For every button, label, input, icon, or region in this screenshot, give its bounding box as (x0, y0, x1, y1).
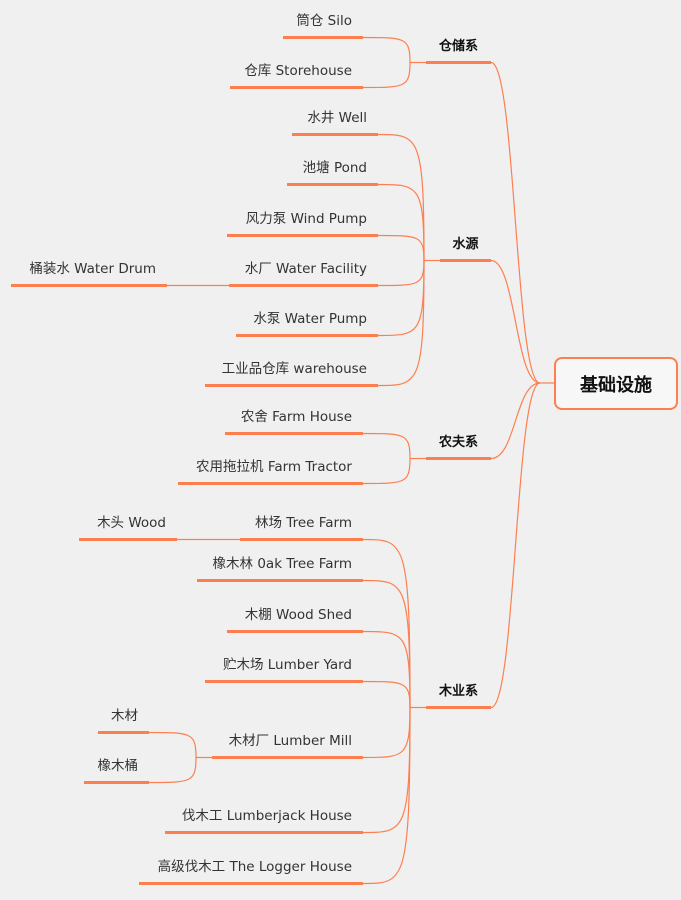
child-connector (362, 62, 411, 89)
child-connector (148, 731, 197, 758)
node-wood[interactable]: 木头 Wood (79, 515, 177, 541)
child-connector (377, 260, 425, 387)
node-lumberjack-house[interactable]: 伐木工 Lumberjack House (165, 808, 363, 834)
node-label: 仓库 Storehouse (244, 63, 352, 79)
node-well[interactable]: 水井 Well (292, 110, 378, 136)
node-lumber-yard[interactable]: 贮木场 Lumber Yard (205, 657, 363, 683)
node-label: 伐木工 Lumberjack House (181, 808, 352, 824)
child-connector (377, 133, 425, 261)
node-label: 橡木桶 (97, 758, 139, 774)
branch-wood[interactable]: 木业系 (426, 684, 491, 709)
node-wind-pump[interactable]: 风力泵 Wind Pump (227, 211, 378, 237)
node-label: 农夫系 (438, 435, 478, 450)
node-label: 桶装水 Water Drum (29, 261, 156, 277)
node-tree-farm[interactable]: 林场 Tree Farm (240, 515, 363, 541)
node-lumber[interactable]: 木材 (98, 708, 149, 734)
branch-connector (490, 382, 541, 460)
node-logger-house[interactable]: 高级伐木工 The Logger House (139, 859, 363, 885)
node-label: 池塘 Pond (302, 160, 367, 176)
node-label: 工业品仓库 warehouse (221, 361, 367, 377)
node-label: 风力泵 Wind Pump (245, 211, 367, 227)
node-label: 农舍 Farm House (240, 409, 352, 425)
branch-connector (490, 382, 541, 709)
child-connector (362, 432, 411, 459)
node-label: 仓储系 (438, 39, 478, 54)
node-label: 水井 Well (307, 110, 367, 126)
node-water-pump[interactable]: 水泵 Water Pump (236, 311, 378, 337)
child-connector (362, 458, 411, 485)
child-connector (362, 707, 411, 759)
node-label: 农用拖拉机 Farm Tractor (196, 459, 352, 475)
node-pond[interactable]: 池塘 Pond (287, 160, 378, 186)
node-label: 木头 Wood (97, 515, 166, 531)
node-water-drum[interactable]: 桶装水 Water Drum (11, 261, 167, 287)
node-label: 水源 (452, 237, 479, 252)
child-connector (377, 260, 425, 287)
node-storehouse[interactable]: 仓库 Storehouse (230, 63, 363, 89)
node-silo[interactable]: 筒仓 Silo (283, 13, 363, 39)
child-connector (362, 630, 411, 708)
node-farm-house[interactable]: 农舍 Farm House (225, 409, 363, 435)
node-water-facility[interactable]: 水厂 Water Facility (229, 261, 378, 287)
node-oak-barrel[interactable]: 橡木桶 (84, 758, 149, 784)
child-connector (362, 36, 411, 63)
node-wood-shed[interactable]: 木棚 Wood Shed (227, 607, 363, 633)
node-farm-tractor[interactable]: 农用拖拉机 Farm Tractor (178, 459, 363, 485)
branch-connector (490, 61, 541, 384)
child-connector (377, 183, 425, 261)
child-connector (362, 680, 411, 708)
root-node[interactable]: 基础设施 (554, 357, 678, 410)
node-label: 木材厂 Lumber Mill (228, 733, 352, 749)
node-oak-tree-farm[interactable]: 橡木林 0ak Tree Farm (197, 556, 363, 582)
node-label: 贮木场 Lumber Yard (222, 657, 352, 673)
child-connector (362, 579, 411, 708)
branch-water[interactable]: 水源 (440, 237, 491, 262)
child-connector (377, 260, 425, 337)
node-label: 木业系 (438, 684, 478, 699)
node-label: 木棚 Wood Shed (244, 607, 352, 623)
child-connector (377, 234, 425, 261)
child-connector (362, 707, 411, 834)
node-label: 高级伐木工 The Logger House (157, 859, 352, 875)
node-label: 筒仓 Silo (296, 13, 352, 29)
branch-connector (490, 259, 541, 384)
branch-farmer[interactable]: 农夫系 (426, 435, 491, 460)
node-warehouse[interactable]: 工业品仓库 warehouse (205, 361, 378, 387)
child-connector (362, 707, 411, 885)
node-label: 木材 (111, 708, 138, 724)
node-label: 林场 Tree Farm (255, 515, 352, 531)
node-lumber-mill[interactable]: 木材厂 Lumber Mill (212, 733, 363, 759)
branch-storage[interactable]: 仓储系 (426, 39, 491, 64)
node-label: 水厂 Water Facility (244, 261, 367, 277)
child-connector (148, 757, 197, 784)
node-label: 橡木林 0ak Tree Farm (212, 556, 352, 572)
node-label: 水泵 Water Pump (253, 311, 367, 327)
